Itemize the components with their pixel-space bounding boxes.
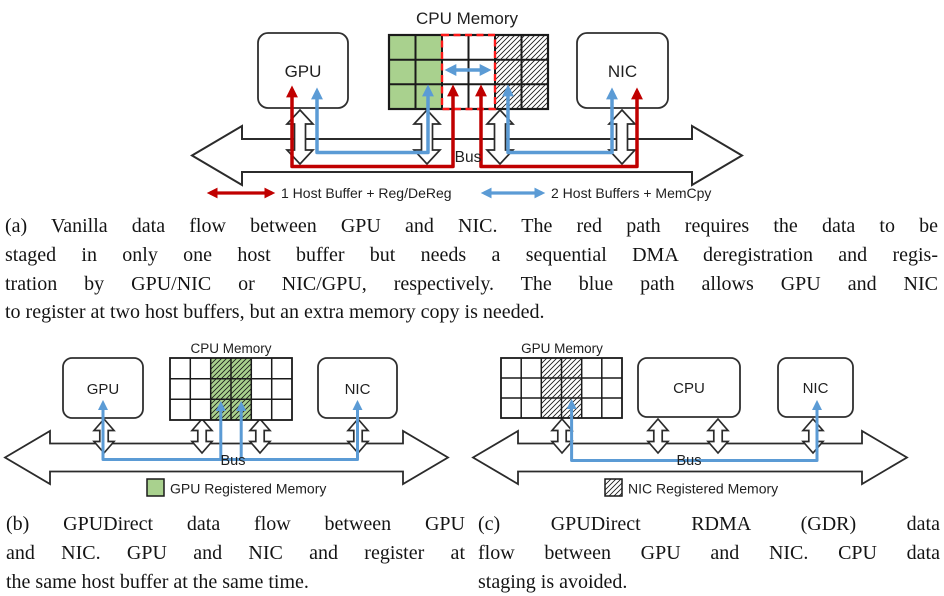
bus-arrow [3,429,450,486]
memory-left-bus-connector-icon [190,417,214,455]
red-path-buffer-to-nic [475,84,643,169]
panel-b-diagram: CPU Memory GPU NIC Bus GPU Registered Me… [3,341,450,497]
cpu-box-label: CPU [673,380,705,397]
shared-buffer-dashed-outline [440,33,497,111]
caption-a-line: staged in only one host buffer but needs… [5,243,938,266]
cpu-memory-grid [169,357,293,421]
bus-arrow [190,124,744,187]
legend-blue-label: 2 Host Buffers + MemCpy [551,185,711,201]
cpu-bus-connector-right-icon [706,417,730,455]
gpu-memory-grid [500,357,623,419]
blue-path-buffer-to-nic [502,84,618,155]
blue-path-gpu-to-buffer [311,84,434,155]
bus-arrow [471,429,909,486]
caption-b-line: (b) GPUDirect data flow between GPU [6,513,465,535]
gpu-memory-bus-connector-icon [550,417,574,455]
panel-c-legend: NIC Registered Memory [604,478,778,497]
caption-c-line: flow between GPU and NIC. CPU data [478,541,940,564]
blue-path-gpu-to-nic [97,399,363,461]
panel-c-memory-title: GPU Memory [521,341,603,356]
legend-green-swatch-icon [146,478,165,497]
panel-a-bus-label: Bus [455,149,482,166]
gpu-box-label: GPU [87,381,120,398]
caption-a-line: to register at two host buffers, but an … [5,301,545,324]
panel-b-bus-label: Bus [221,453,246,469]
memory-right-bus-connector-icon [248,417,272,455]
caption-a-line: (a) Vanilla data flow between GPU and NI… [5,215,938,237]
caption-c-line: staging is avoided. [478,570,628,593]
grid-frame [169,357,293,421]
caption-a: (a) Vanilla data flow between GPU and NI… [5,212,938,327]
panel-a-legend: 1 Host Buffer + Reg/DeReg 2 Host Buffers… [206,185,711,201]
legend-hatch-swatch-icon [604,478,623,497]
panel-b-memory-title: CPU Memory [190,341,271,356]
blue-path-gpu-memory-to-nic [566,398,823,462]
grid-lines [501,358,622,418]
nic-box-label: NIC [608,62,637,81]
cpu-memory-grid [387,33,550,111]
caption-b-line: and NIC. GPU and NIC and register at [6,541,465,564]
panel-b-legend: GPU Registered Memory [146,478,326,497]
cpu-bus-connector-left-icon [646,417,670,455]
caption-b-line: the same host buffer at the same time. [6,570,309,593]
nic-box-label: NIC [803,380,829,397]
grid-frame [500,357,623,419]
legend-label: NIC Registered Memory [628,481,778,497]
caption-a-line: tration by GPU/NIC or NIC/GPU, respectiv… [5,272,938,295]
legend-label: GPU Registered Memory [170,481,326,497]
caption-b: (b) GPUDirect data flow between GPU and … [6,510,465,596]
red-path-gpu-to-buffer [286,84,459,169]
legend-red-label: 1 Host Buffer + Reg/DeReg [281,185,452,201]
panel-a-memory-title: CPU Memory [416,9,519,28]
panel-c-diagram: GPU Memory CPU NIC Bus NIC Registered Me… [471,341,909,497]
panel-a-diagram: CPU Memory GPU NIC Bus [190,9,744,201]
nic-bus-connector-icon [607,108,637,166]
caption-c: (c) GPUDirect RDMA (GDR) data flow betwe… [478,510,940,596]
caption-c-line: (c) GPUDirect RDMA (GDR) data [478,513,940,535]
grid-lines [170,358,292,420]
gpu-box-label: GPU [285,62,322,81]
nic-box-label: NIC [345,381,371,398]
panel-c-bus-label: Bus [677,453,702,469]
